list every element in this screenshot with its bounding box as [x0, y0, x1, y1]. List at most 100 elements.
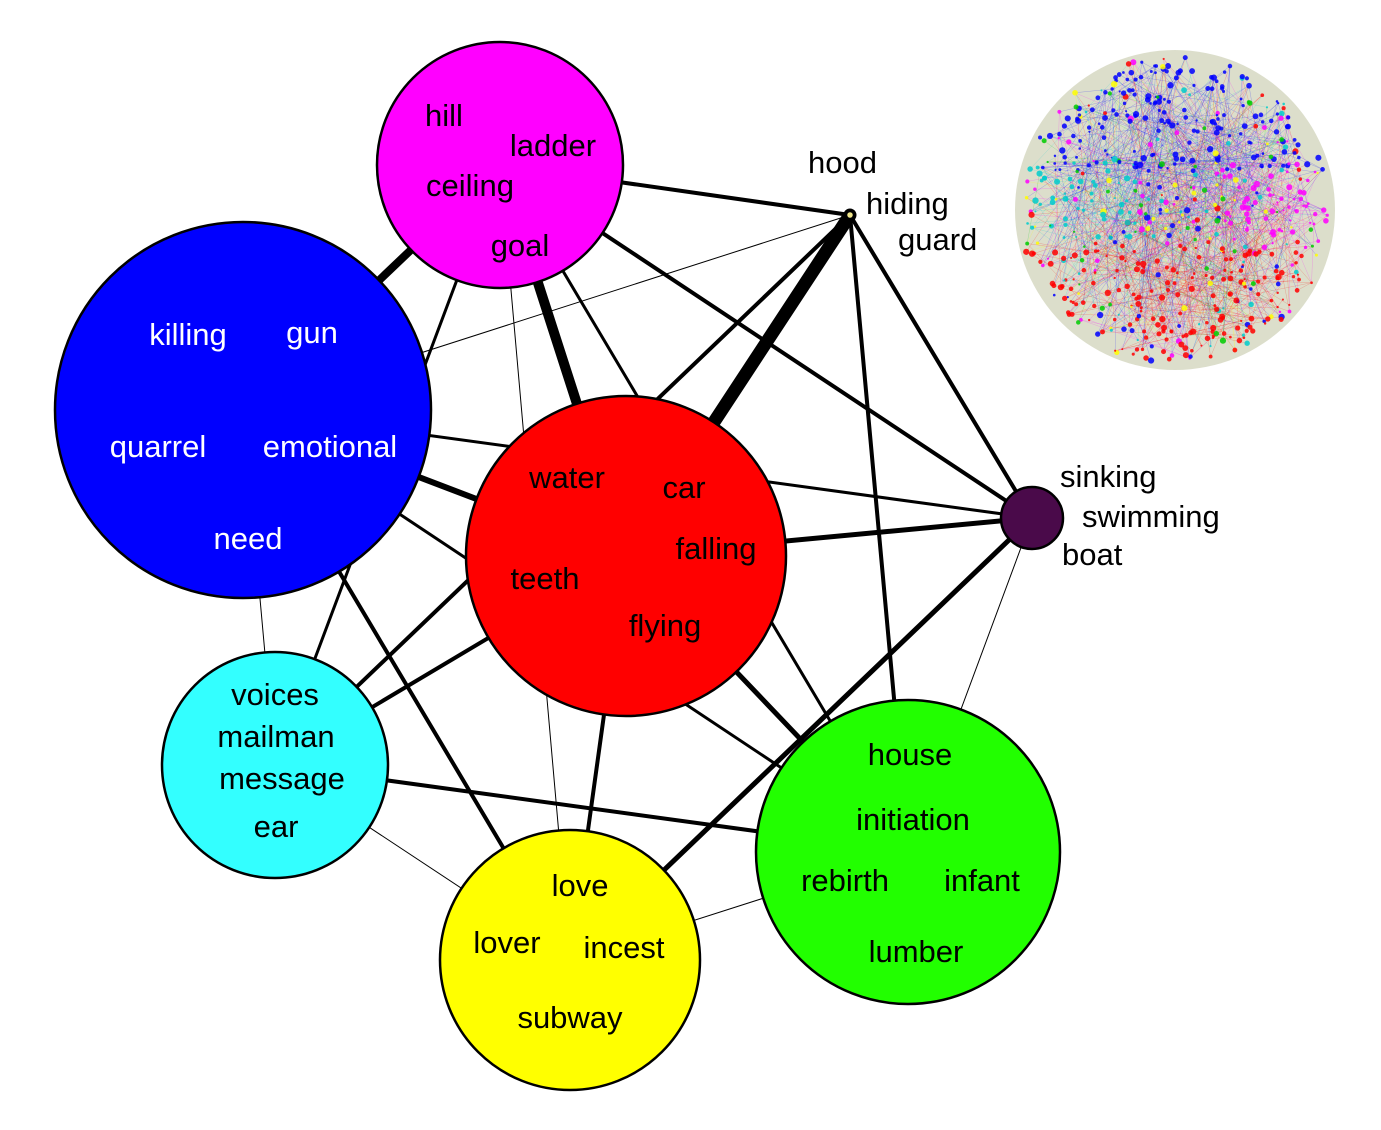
inset-node	[1229, 162, 1236, 169]
word-blue-quarrel: quarrel	[110, 429, 207, 464]
inset-edge	[1032, 205, 1304, 228]
inset-edge	[1065, 131, 1198, 226]
inset-edge	[1125, 111, 1179, 342]
inset-edge	[1148, 65, 1157, 171]
inset-node	[1127, 210, 1132, 215]
inset-edge	[1089, 319, 1190, 359]
inset-node	[1054, 168, 1057, 171]
inset-edge	[1064, 159, 1115, 299]
inset-edge	[1119, 74, 1301, 180]
inset-edge	[1108, 180, 1217, 334]
inset-edge	[1141, 76, 1195, 86]
inset-node	[1213, 304, 1217, 308]
inset-node	[1250, 281, 1256, 287]
inset-node	[1206, 240, 1211, 245]
inset-node	[1240, 319, 1243, 322]
inset-node	[1227, 173, 1233, 179]
inset-node	[1155, 137, 1160, 142]
inset-node	[1091, 237, 1094, 240]
inset-node	[1127, 322, 1133, 327]
inset-node	[1173, 155, 1180, 162]
inset-edge	[1223, 245, 1313, 253]
inset-edge	[1212, 206, 1290, 338]
inset-node	[1169, 223, 1175, 229]
inset-edge	[1142, 271, 1214, 296]
inset-edge	[1068, 168, 1240, 313]
inset-node	[1031, 251, 1036, 256]
inset-node	[1294, 161, 1300, 168]
inset-node	[1178, 220, 1181, 224]
inset-edge	[1042, 167, 1213, 332]
inset-node	[1149, 69, 1153, 74]
inset-node	[1102, 160, 1108, 166]
inset-edge	[1142, 247, 1265, 272]
inset-edge	[1186, 210, 1211, 357]
inset-edge	[1113, 84, 1120, 184]
inset-edge	[1083, 210, 1164, 352]
inset-node	[1178, 311, 1183, 316]
inset-edge	[1211, 88, 1259, 295]
inset-node	[1313, 211, 1318, 217]
inset-node	[1077, 113, 1082, 117]
inset-node	[1213, 122, 1218, 126]
inset-edge	[1063, 110, 1114, 238]
inset-edge	[1037, 167, 1195, 274]
inset-edge	[1192, 160, 1298, 165]
inset-node	[1166, 99, 1172, 104]
word-yellow-subway: subway	[517, 1000, 623, 1035]
inset-node	[1094, 160, 1099, 165]
inset-edge	[1047, 86, 1223, 259]
inset-edge	[1118, 65, 1157, 184]
inset-edge	[1176, 77, 1297, 263]
inset-edge	[1177, 117, 1289, 295]
inset-node	[1241, 103, 1245, 108]
inset-edge	[1073, 279, 1152, 347]
inset-edge	[1115, 320, 1242, 351]
inset-edge	[1222, 245, 1313, 317]
inset-node	[1223, 257, 1229, 262]
inset-edge	[1191, 288, 1230, 295]
inset-edge	[1105, 92, 1313, 247]
inset-node	[1244, 340, 1250, 346]
inset-node	[1195, 129, 1200, 134]
inset-node	[1046, 132, 1054, 140]
inset-edge	[1185, 57, 1244, 262]
inset-node	[1306, 202, 1310, 206]
inset-edge	[1107, 120, 1162, 192]
inset-node	[1320, 167, 1325, 172]
inset-node	[1075, 155, 1078, 159]
inset-node	[1236, 337, 1243, 344]
inset-node	[1246, 220, 1251, 225]
inset-node	[1050, 195, 1056, 201]
inset-edge	[1133, 164, 1163, 320]
inset-edge	[1080, 319, 1125, 330]
inset-node	[1175, 271, 1179, 275]
inset-edge	[1111, 239, 1196, 331]
inset-edge	[1067, 236, 1112, 298]
inset-edge	[1133, 294, 1251, 328]
inset-node	[1046, 257, 1050, 260]
inset-edge	[1135, 190, 1246, 256]
inset-edge	[1142, 194, 1163, 350]
inset-edge	[1142, 240, 1319, 272]
inset-edge	[1122, 333, 1160, 350]
inset-edge	[1104, 219, 1278, 294]
inset-node	[1136, 161, 1144, 169]
inset-edge	[1116, 114, 1313, 247]
inset-node	[1269, 251, 1275, 257]
inset-edge	[1057, 164, 1298, 182]
inset-node	[1064, 115, 1071, 122]
inset-edge	[1125, 57, 1186, 262]
inset-edge	[1166, 259, 1227, 268]
inset-edge	[1150, 144, 1180, 327]
inset-node	[1159, 118, 1165, 124]
cluster-node-hood	[844, 209, 856, 221]
inset-node	[1164, 265, 1169, 270]
inset-node	[1237, 166, 1242, 171]
inset-edge	[1163, 77, 1215, 352]
inset-edge	[1134, 183, 1257, 224]
inset-edge	[1114, 159, 1228, 170]
inset-node	[1057, 131, 1062, 137]
inset-node	[1225, 167, 1230, 172]
inset-edge	[1227, 167, 1263, 214]
